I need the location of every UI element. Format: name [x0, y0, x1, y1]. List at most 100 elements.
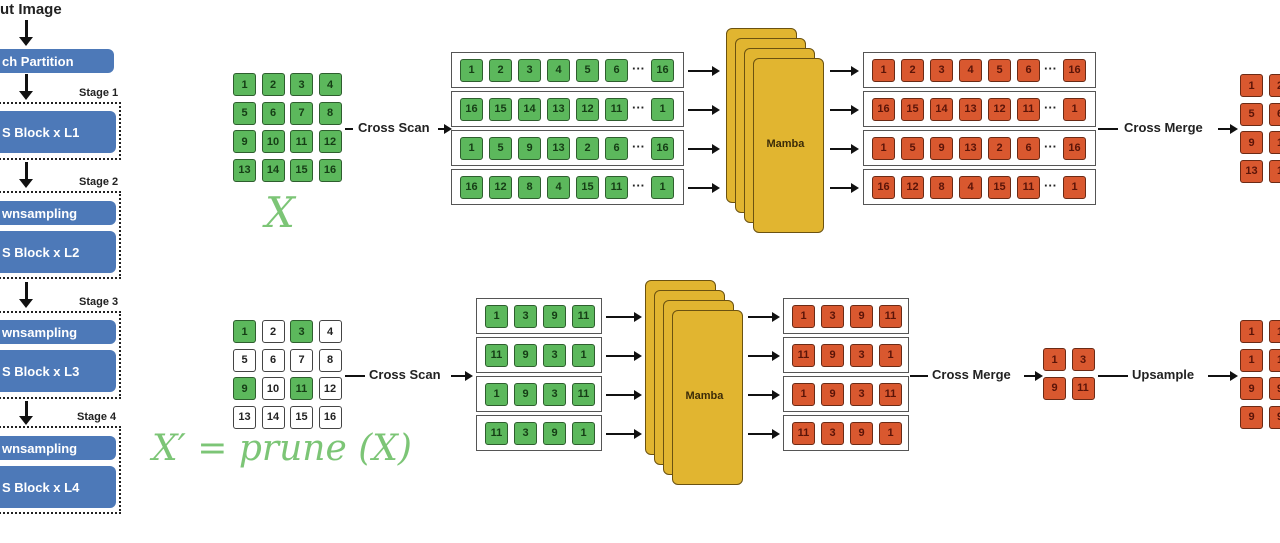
ss-block-l2: S Block x L2	[0, 231, 116, 273]
ellipsis: ···	[632, 60, 645, 76]
connector-line	[1098, 128, 1118, 130]
patch-cell: 3	[821, 421, 844, 445]
patch-cell: 5	[901, 136, 924, 160]
patch-cell: 3	[930, 58, 953, 82]
patch-cell: 12	[318, 130, 342, 153]
arrow-down-icon	[19, 20, 33, 46]
patch-cell: 1	[1268, 131, 1280, 154]
patch-cell: 10	[261, 377, 285, 400]
patch-cell: 16	[651, 58, 674, 82]
patch-cell: 9	[1240, 131, 1263, 154]
stage-2-frame	[0, 191, 121, 279]
arrow-right-icon	[830, 104, 859, 115]
patch-cell: 1	[1240, 74, 1263, 97]
connector-line	[345, 128, 353, 130]
patch-cell: 4	[318, 73, 342, 96]
patch-cell: 15	[988, 175, 1011, 199]
patch-cell: 2	[489, 58, 512, 82]
downsampling-block: wnsampling	[0, 201, 116, 225]
patch-cell: 11	[572, 304, 595, 328]
arrow-right-icon	[606, 389, 642, 400]
patch-cell: 16	[1063, 136, 1086, 160]
stage-4-label: Stage 4	[77, 411, 117, 423]
patch-cell: 2	[576, 136, 599, 160]
mamba-label: Mamba	[685, 389, 724, 402]
arrow-right-icon	[1208, 371, 1238, 381]
patch-cell: 11	[485, 421, 508, 445]
patch-cell: 13	[1240, 159, 1263, 183]
patch-cell: 1	[1268, 159, 1280, 183]
patch-cell: 3	[290, 320, 313, 343]
patch-cell: 8	[318, 101, 342, 125]
top-cross-scan-label: Cross Scan	[358, 120, 430, 135]
arrow-right-icon	[606, 428, 642, 439]
patch-cell: 3	[514, 421, 537, 445]
mamba-block	[753, 58, 824, 233]
arrow-right-icon	[688, 65, 720, 76]
patch-cell: 1	[1268, 348, 1280, 372]
patch-cell: 1	[879, 421, 902, 445]
patch-cell: 14	[261, 158, 285, 182]
patch-cell: 16	[460, 175, 483, 199]
ellipsis: ···	[632, 138, 645, 154]
patch-cell: 9	[1268, 377, 1280, 400]
connector-line	[1098, 375, 1128, 377]
patch-cell: 4	[959, 175, 982, 199]
patch-cell: 12	[988, 97, 1011, 121]
patch-cell: 6	[1017, 136, 1040, 160]
patch-cell: 9	[1240, 377, 1263, 400]
patch-cell: 2	[1268, 74, 1280, 97]
arrow-down-icon	[19, 74, 33, 100]
patch-cell: 1	[233, 73, 256, 96]
patch-cell: 11	[1017, 97, 1040, 121]
patch-cell: 3	[514, 304, 537, 328]
arrow-down-icon	[19, 162, 33, 188]
ellipsis: ···	[1044, 177, 1057, 193]
top-cross-merge-label: Cross Merge	[1124, 120, 1203, 135]
downsampling-block: wnsampling	[0, 436, 116, 460]
bottom-cross-scan-label: Cross Scan	[369, 367, 441, 382]
patch-cell: 9	[1043, 376, 1066, 400]
patch-cell: 1	[1240, 348, 1263, 372]
patch-cell: 14	[930, 97, 953, 121]
patch-cell: 9	[1240, 405, 1263, 429]
patch-cell: 13	[547, 97, 570, 121]
patch-cell: 9	[514, 343, 537, 367]
patch-cell: 1	[485, 304, 508, 328]
arrow-right-icon	[1024, 371, 1043, 381]
patch-cell: 1	[460, 58, 483, 82]
patch-cell: 1	[792, 304, 815, 328]
upsample-label: Upsample	[1132, 367, 1195, 382]
patch-partition-block: ch Partition	[0, 49, 114, 73]
patch-cell: 1	[233, 320, 256, 343]
patch-cell: 15	[290, 158, 313, 182]
patch-cell: 9	[821, 343, 844, 367]
stage-3-frame	[0, 311, 121, 399]
ellipsis: ···	[1044, 99, 1057, 115]
patch-cell: 9	[930, 136, 953, 160]
patch-cell: 3	[543, 343, 566, 367]
patch-cell: 4	[547, 175, 570, 199]
patch-cell: 15	[901, 97, 924, 121]
ss-block-l4: S Block x L4	[0, 466, 116, 508]
arrow-down-icon	[19, 282, 33, 308]
patch-cell: 1	[1063, 175, 1086, 199]
patch-cell: 3	[518, 58, 541, 82]
connector-line	[345, 375, 365, 377]
patch-cell: 4	[959, 58, 982, 82]
arrow-right-icon	[438, 124, 452, 134]
patch-cell: 15	[489, 97, 512, 121]
patch-cell: 9	[233, 130, 256, 153]
patch-cell: 16	[872, 97, 895, 121]
patch-cell: 14	[518, 97, 541, 121]
arrow-right-icon	[1218, 124, 1238, 134]
patch-cell: 3	[821, 304, 844, 328]
mamba-block	[672, 310, 743, 485]
patch-cell: 9	[233, 377, 256, 400]
patch-cell: 2	[261, 320, 285, 343]
arrow-right-icon	[830, 143, 859, 154]
arrow-right-icon	[606, 311, 642, 322]
patch-cell: 6	[261, 348, 285, 372]
patch-cell: 11	[290, 377, 313, 400]
mamba-label: Mamba	[766, 137, 805, 150]
